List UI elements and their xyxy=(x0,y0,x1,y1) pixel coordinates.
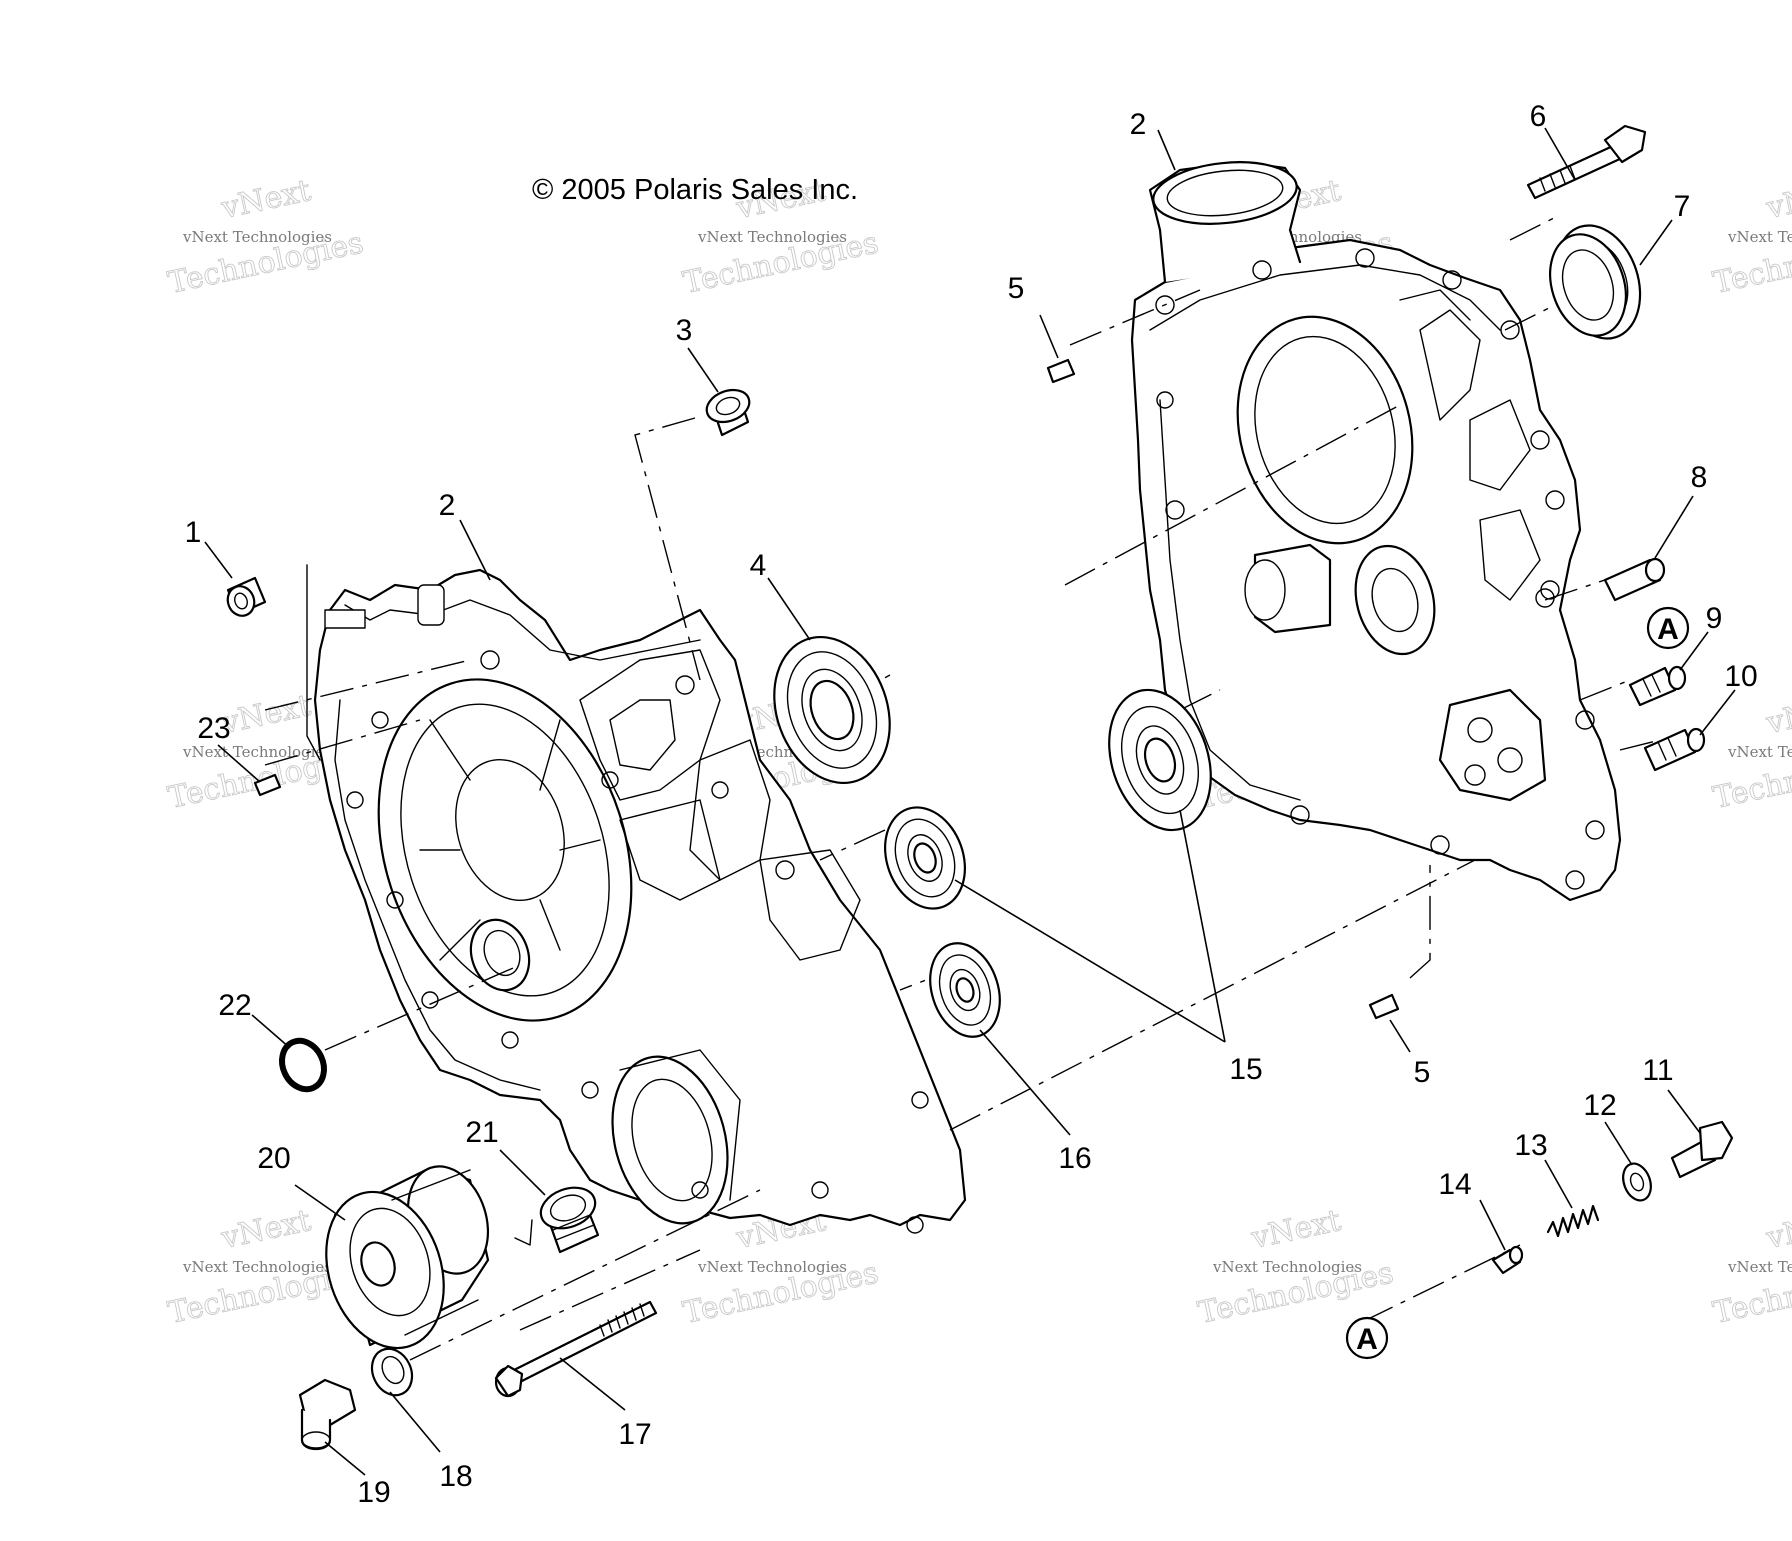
left-crankcase-half xyxy=(313,568,967,1234)
part-12-washer xyxy=(1622,1162,1652,1202)
part-19-drain-plug xyxy=(298,1378,357,1451)
watermark-small-text: vNext Technologies xyxy=(1212,1258,1362,1276)
part-21-sleeve xyxy=(539,1186,600,1254)
callout-4: 4 xyxy=(750,549,767,582)
part-9-fitting xyxy=(1628,665,1687,707)
reference-marker-top-label: A xyxy=(1657,613,1679,646)
part-4-bearing xyxy=(773,635,891,785)
callout-10: 10 xyxy=(1724,660,1757,693)
callout-12: 12 xyxy=(1583,1089,1616,1122)
reference-marker-bottom-label: A xyxy=(1356,1323,1378,1356)
part-20-drive-pulley xyxy=(325,1165,490,1350)
callout-7: 7 xyxy=(1674,190,1691,223)
assembly-centerlines xyxy=(264,214,1661,1361)
callout-19: 19 xyxy=(357,1476,390,1509)
callout-5-bottom: 5 xyxy=(1414,1056,1431,1089)
watermark-small-text: vNext Technologies xyxy=(1727,743,1792,761)
callout-13: 13 xyxy=(1514,1129,1547,1162)
part-10-fitting xyxy=(1643,727,1706,772)
callout-22: 22 xyxy=(218,989,251,1022)
watermark-small-text: vNext Technologies xyxy=(697,1258,847,1276)
part-23-dowel xyxy=(253,773,282,797)
callout-23: 23 xyxy=(197,712,230,745)
watermark-top-text: vNext xyxy=(218,173,314,226)
part-15-bearing-a xyxy=(884,806,966,910)
callout-2-right: 2 xyxy=(1130,108,1147,141)
part-11-plug xyxy=(1670,1120,1734,1179)
leader-lines xyxy=(204,127,1736,1476)
callout-5-top: 5 xyxy=(1008,272,1025,305)
callout-labels: 1 2 2 3 4 5 5 6 7 8 9 10 11 12 13 14 15 … xyxy=(185,100,1758,1509)
part-18-washer xyxy=(370,1347,414,1397)
part-7-oil-seal xyxy=(1549,224,1642,340)
watermark-top-text: vNext xyxy=(1248,1203,1344,1256)
watermark-top-text: vNext xyxy=(1763,173,1792,226)
part-16-bearing xyxy=(929,942,1001,1038)
right-crankcase-half xyxy=(1130,160,1622,902)
callout-9: 9 xyxy=(1706,602,1723,635)
watermark-small-text: vNext Technologies xyxy=(182,228,332,246)
part-22-o-ring xyxy=(279,1037,327,1093)
callout-21: 21 xyxy=(465,1116,498,1149)
part-3-sleeve xyxy=(705,388,751,437)
part-13-spring xyxy=(1546,1204,1600,1238)
callout-16: 16 xyxy=(1058,1142,1091,1175)
watermark-top-text: vNext xyxy=(218,688,314,741)
watermark-small-text: vNext Technologies xyxy=(1727,228,1792,246)
part-6-bolt xyxy=(1526,124,1647,200)
callout-14: 14 xyxy=(1438,1168,1471,1201)
reference-marker-bottom: A xyxy=(1345,1316,1389,1360)
callout-11: 11 xyxy=(1642,1054,1673,1087)
part-14-relief-valve xyxy=(1491,1245,1524,1275)
callout-8: 8 xyxy=(1691,461,1708,494)
callout-18: 18 xyxy=(439,1460,472,1493)
callout-17: 17 xyxy=(618,1418,651,1451)
watermark-small-text: vNext Technologies xyxy=(697,228,847,246)
part-15-bearing-b xyxy=(1108,688,1212,832)
part-1-bushing xyxy=(226,576,267,617)
callout-20: 20 xyxy=(257,1142,290,1175)
callout-15: 15 xyxy=(1229,1053,1262,1086)
reference-marker-top: A xyxy=(1646,606,1690,650)
watermark-small-text: vNext Technologies xyxy=(182,1258,332,1276)
part-8-pin xyxy=(1603,557,1666,602)
callout-2-left: 2 xyxy=(439,489,456,522)
callout-1: 1 xyxy=(185,516,202,549)
callout-6: 6 xyxy=(1530,100,1547,133)
watermark-small-text: vNext Technologies xyxy=(1727,1258,1792,1276)
watermark-top-text: vNext xyxy=(1763,1203,1792,1256)
part-17-bolt xyxy=(494,1300,658,1398)
watermark-top-text: vNext xyxy=(218,1203,314,1256)
part-5-dowel-top xyxy=(1046,358,1076,384)
copyright-text: © 2005 Polaris Sales Inc. xyxy=(532,174,858,206)
part-5-dowel-bottom xyxy=(1368,993,1400,1020)
watermark-top-text: vNext xyxy=(1763,688,1792,741)
callout-3: 3 xyxy=(676,314,693,347)
